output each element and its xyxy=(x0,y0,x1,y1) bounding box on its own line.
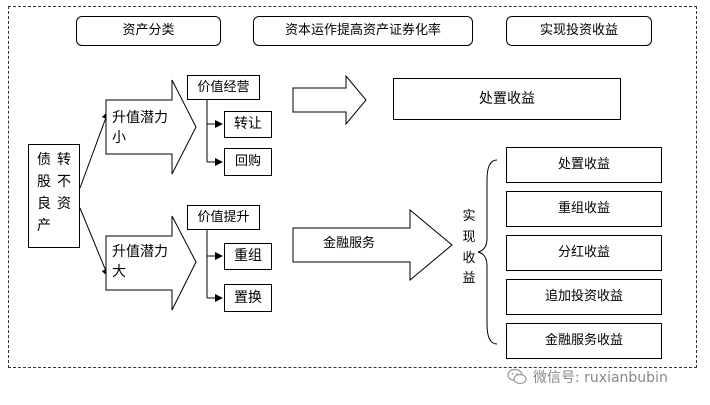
brace xyxy=(477,159,498,345)
watermark-text: 微信号: ruxianbubin xyxy=(533,370,668,386)
result-dividend-box: 分红收益 xyxy=(506,235,662,271)
realize-char: 实 xyxy=(462,209,476,224)
watermark: 微信号: ruxianbubin xyxy=(507,366,702,388)
result-disposal-label: 处置收益 xyxy=(557,157,610,173)
arrow-to-large xyxy=(79,207,110,277)
header-capital-operation: 资本运作提高资产证券化率 xyxy=(253,16,473,46)
replacement-label: 置换 xyxy=(234,289,262,306)
result-additional-investment-box: 追加投资收益 xyxy=(506,279,662,315)
source-char: 债 xyxy=(37,152,51,168)
value-operation-box: 价值经营 xyxy=(187,75,260,100)
restructure-box: 重组 xyxy=(224,243,272,270)
branch-small-label: 升值潜力小 xyxy=(112,110,168,147)
block-arrow-financial-service xyxy=(292,208,453,282)
value-operation-label: 价值经营 xyxy=(197,79,250,95)
source-char: 良 xyxy=(37,196,51,212)
source-char: 不 xyxy=(57,174,71,190)
source-char: 转 xyxy=(57,152,71,168)
source-char: 产 xyxy=(37,218,51,234)
buyback-box: 回购 xyxy=(224,148,272,176)
disposal-return-top-label: 处置收益 xyxy=(479,90,535,107)
value-enhancement-label: 价值提升 xyxy=(197,209,250,225)
realize-return-vertical: 实 现 收 益 xyxy=(462,207,476,290)
result-restructure-label: 重组收益 xyxy=(557,201,610,217)
result-financial-service-label: 金融服务收益 xyxy=(544,333,623,349)
result-financial-service-box: 金融服务收益 xyxy=(506,323,662,359)
arrow-to-small xyxy=(79,111,110,189)
source-char: 股 xyxy=(37,174,51,190)
header-investment-return-label: 实现投资收益 xyxy=(539,23,618,39)
disposal-return-top-box: 处置收益 xyxy=(393,78,621,120)
result-disposal-box: 处置收益 xyxy=(506,147,662,183)
source-char: 资 xyxy=(57,196,71,212)
header-capital-operation-label: 资本运作提高资产证券化率 xyxy=(284,23,441,39)
result-additional-investment-label: 追加投资收益 xyxy=(544,289,623,305)
realize-char: 收 xyxy=(462,250,476,266)
result-restructure-box: 重组收益 xyxy=(506,191,662,227)
source-box-debt-equity-nonperforming: 债 转 股 不 良 资 产 xyxy=(28,144,80,248)
block-arrow-small xyxy=(105,79,197,175)
diagram-frame xyxy=(8,6,697,368)
header-asset-category-label: 资产分类 xyxy=(122,23,175,39)
replacement-box: 置换 xyxy=(224,284,272,312)
block-arrow-large xyxy=(105,215,197,311)
buyback-label: 回购 xyxy=(234,154,261,170)
financial-service-label: 金融服务 xyxy=(323,236,376,251)
header-investment-return: 实现投资收益 xyxy=(506,16,652,46)
result-dividend-label: 分红收益 xyxy=(557,245,610,261)
restructure-label: 重组 xyxy=(234,248,262,265)
value-enhancement-box: 价值提升 xyxy=(187,205,260,230)
transfer-label: 转让 xyxy=(234,116,262,133)
transfer-box: 转让 xyxy=(224,111,272,138)
realize-char: 现 xyxy=(462,229,476,245)
realize-char: 益 xyxy=(462,271,476,287)
branch-large-label: 升值潜力大 xyxy=(112,244,168,281)
block-arrow-disposal xyxy=(292,74,367,126)
wechat-icon xyxy=(507,368,527,385)
header-asset-category: 资产分类 xyxy=(76,16,221,46)
